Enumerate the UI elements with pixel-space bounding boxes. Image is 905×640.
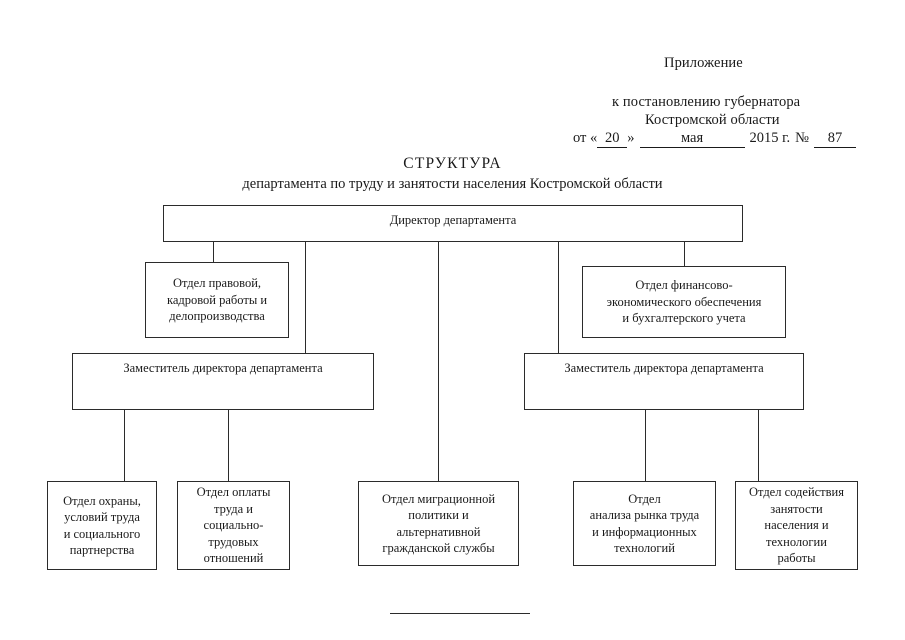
org-node-finance-label: Отдел финансово- экономического обеспече… [606, 278, 762, 326]
date-year: 2015 г. [749, 130, 791, 146]
org-node-labor-safety: Отдел охраны, условий труда и социальног… [47, 481, 157, 570]
org-node-labor-safety-label: Отдел охраны, условий труда и социальног… [63, 493, 141, 558]
connector-deputy-right-to-employment [758, 410, 759, 481]
decree-reference-line-2: Костромской области [645, 112, 780, 128]
page-subtitle: департамента по труду и занятости населе… [242, 176, 663, 192]
org-node-deputy-right-label: Заместитель директора департамента [564, 361, 764, 375]
org-node-deputy-left: Заместитель директора департамента [72, 353, 374, 410]
connector-director-to-migration [438, 242, 439, 481]
decree-number-field: 87 [813, 130, 856, 148]
org-node-wages-label: Отдел оплаты труда и социально- трудовых… [196, 485, 271, 566]
date-day-field: 20 [597, 130, 628, 148]
connector-director-to-deputy-right [558, 242, 559, 353]
number-sign: № [795, 130, 809, 146]
org-node-legal-label: Отдел правовой, кадровой работы и делопр… [166, 276, 268, 324]
org-node-employment-label: Отдел содействия занятости населения и т… [749, 485, 844, 566]
org-node-wages: Отдел оплаты труда и социально- трудовых… [177, 481, 290, 570]
org-node-migration-label: Отдел миграционной политики и альтернати… [381, 491, 496, 556]
bottom-divider [390, 613, 530, 614]
org-node-analysis-label: Отдел анализа рынка труда и информационн… [589, 491, 700, 556]
attachment-label: Приложение [664, 55, 743, 71]
connector-director-to-finance [684, 242, 685, 266]
org-node-director: Директор департамента [163, 205, 743, 242]
connector-deputy-left-to-labor-safety [124, 410, 125, 481]
connector-director-to-deputy-left [305, 242, 306, 353]
org-node-analysis: Отдел анализа рынка труда и информационн… [573, 481, 716, 566]
date-prefix: от « [573, 130, 598, 146]
decree-date-line: от « 20 » мая 2015 г. № 87 [573, 130, 856, 148]
connector-deputy-right-to-analysis [645, 410, 646, 481]
date-month-field: мая [639, 130, 745, 148]
connector-director-to-legal [213, 242, 214, 262]
org-node-finance: Отдел финансово- экономического обеспече… [582, 266, 786, 338]
org-node-deputy-right: Заместитель директора департамента [524, 353, 804, 410]
org-node-migration: Отдел миграционной политики и альтернати… [358, 481, 519, 566]
connector-deputy-left-to-wages [228, 410, 229, 481]
date-quote-close: » [627, 130, 635, 146]
decree-reference-line-1: к постановлению губернатора [612, 94, 801, 110]
org-node-employment: Отдел содействия занятости населения и т… [735, 481, 858, 570]
org-node-deputy-left-label: Заместитель директора департамента [123, 361, 323, 375]
org-node-legal: Отдел правовой, кадровой работы и делопр… [145, 262, 289, 338]
page-title: СТРУКТУРА [403, 155, 502, 172]
org-node-director-label: Директор департамента [389, 213, 517, 227]
